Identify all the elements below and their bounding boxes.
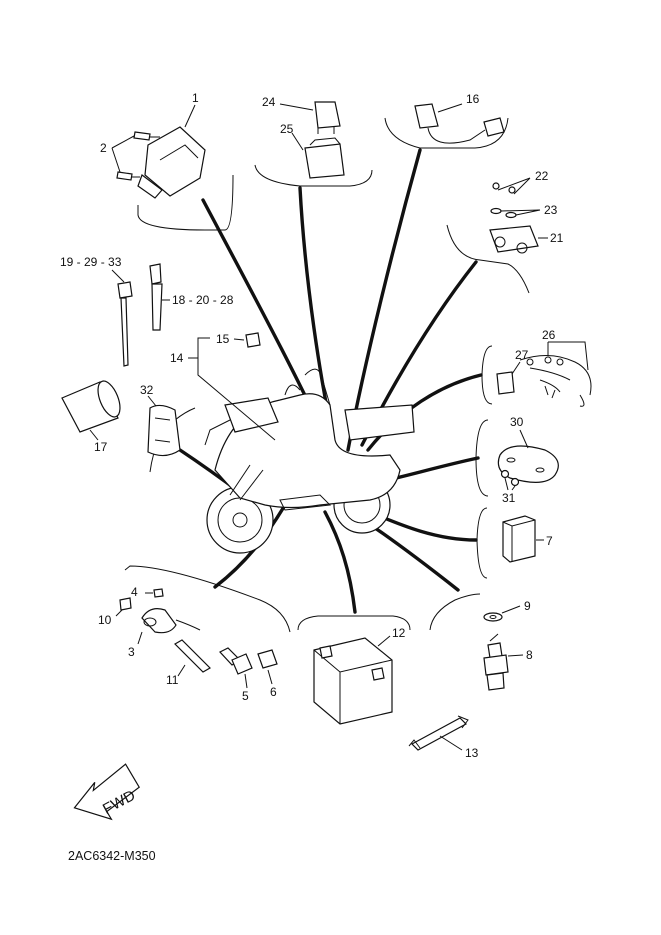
part-cable-tie-18: 18 - 20 - 28 bbox=[149, 263, 234, 331]
callout-10: 10 bbox=[98, 613, 112, 627]
part-holder-17: 17 bbox=[61, 380, 121, 454]
part-switch-8: 8 bbox=[483, 633, 533, 691]
group-brackets bbox=[124, 117, 530, 633]
callout-23: 23 bbox=[544, 203, 558, 217]
part-screws-22: 22 bbox=[492, 169, 549, 195]
seat bbox=[344, 404, 415, 441]
part-wire-16: 16 bbox=[414, 92, 505, 144]
callout-1: 1 bbox=[192, 91, 199, 105]
part-cover-32: 32 bbox=[140, 383, 181, 457]
callout-21: 21 bbox=[550, 231, 564, 245]
callout-5: 5 bbox=[242, 689, 249, 703]
part-bolt-10: 10 bbox=[98, 597, 132, 627]
callout-9: 9 bbox=[524, 599, 531, 613]
callout-17: 17 bbox=[94, 440, 108, 454]
front-cowl bbox=[224, 397, 279, 433]
callout-15: 15 bbox=[216, 332, 230, 346]
part-washer-9: 9 bbox=[483, 599, 531, 622]
callout-4: 4 bbox=[131, 585, 138, 599]
callout-12: 12 bbox=[392, 626, 406, 640]
callout-22: 22 bbox=[535, 169, 549, 183]
callout-16: 16 bbox=[466, 92, 480, 106]
part-harness-26: 26 bbox=[519, 328, 592, 407]
part-fuse-15: 15 bbox=[216, 332, 261, 348]
callout-2: 2 bbox=[100, 141, 107, 155]
part-battery-12: 12 bbox=[313, 626, 406, 725]
callout-27: 27 bbox=[515, 348, 529, 362]
callout-32: 32 bbox=[140, 383, 154, 397]
leader-14: 14 bbox=[170, 337, 276, 441]
callout-19-29-33: 19 - 29 - 33 bbox=[60, 255, 122, 269]
part-bolt-4: 4 bbox=[131, 585, 164, 599]
callout-30: 30 bbox=[510, 415, 524, 429]
part-cdi-unit: 1 bbox=[137, 91, 206, 199]
part-bolts-2: 2 bbox=[100, 131, 160, 181]
part-plug-cap-5: 5 bbox=[219, 647, 253, 703]
callout-31: 31 bbox=[502, 491, 516, 505]
callout-6: 6 bbox=[270, 685, 277, 699]
callout-26: 26 bbox=[542, 328, 556, 342]
callout-3: 3 bbox=[128, 645, 135, 659]
part-nuts-31: 31 bbox=[500, 469, 520, 505]
part-sensor-21: 21 bbox=[489, 225, 564, 254]
part-washers-23: 23 bbox=[490, 203, 558, 219]
callout-18-20-28: 18 - 20 - 28 bbox=[172, 293, 234, 307]
callout-8: 8 bbox=[526, 648, 533, 662]
scooter-illustration bbox=[204, 368, 415, 554]
part-plate-30: 30 bbox=[497, 415, 559, 483]
part-relays: 24 25 bbox=[262, 95, 345, 179]
part-wire-11: 11 bbox=[166, 639, 211, 687]
callout-14: 14 bbox=[170, 351, 184, 365]
document-code: 2AC6342-M350 bbox=[68, 849, 156, 863]
part-coil-3: 3 bbox=[128, 608, 201, 659]
part-cap-6: 6 bbox=[257, 649, 278, 699]
part-relay-27: 27 bbox=[496, 348, 529, 395]
part-module-7: 7 bbox=[502, 515, 553, 563]
callout-7: 7 bbox=[546, 534, 553, 548]
fwd-arrow: FWD bbox=[73, 763, 140, 821]
callout-11: 11 bbox=[166, 673, 179, 687]
callout-24: 24 bbox=[262, 95, 276, 109]
part-strap-13: 13 bbox=[408, 715, 479, 760]
callout-13: 13 bbox=[465, 746, 479, 760]
part-cable-tie-19: 19 - 29 - 33 bbox=[60, 255, 133, 367]
callout-25: 25 bbox=[280, 122, 294, 136]
